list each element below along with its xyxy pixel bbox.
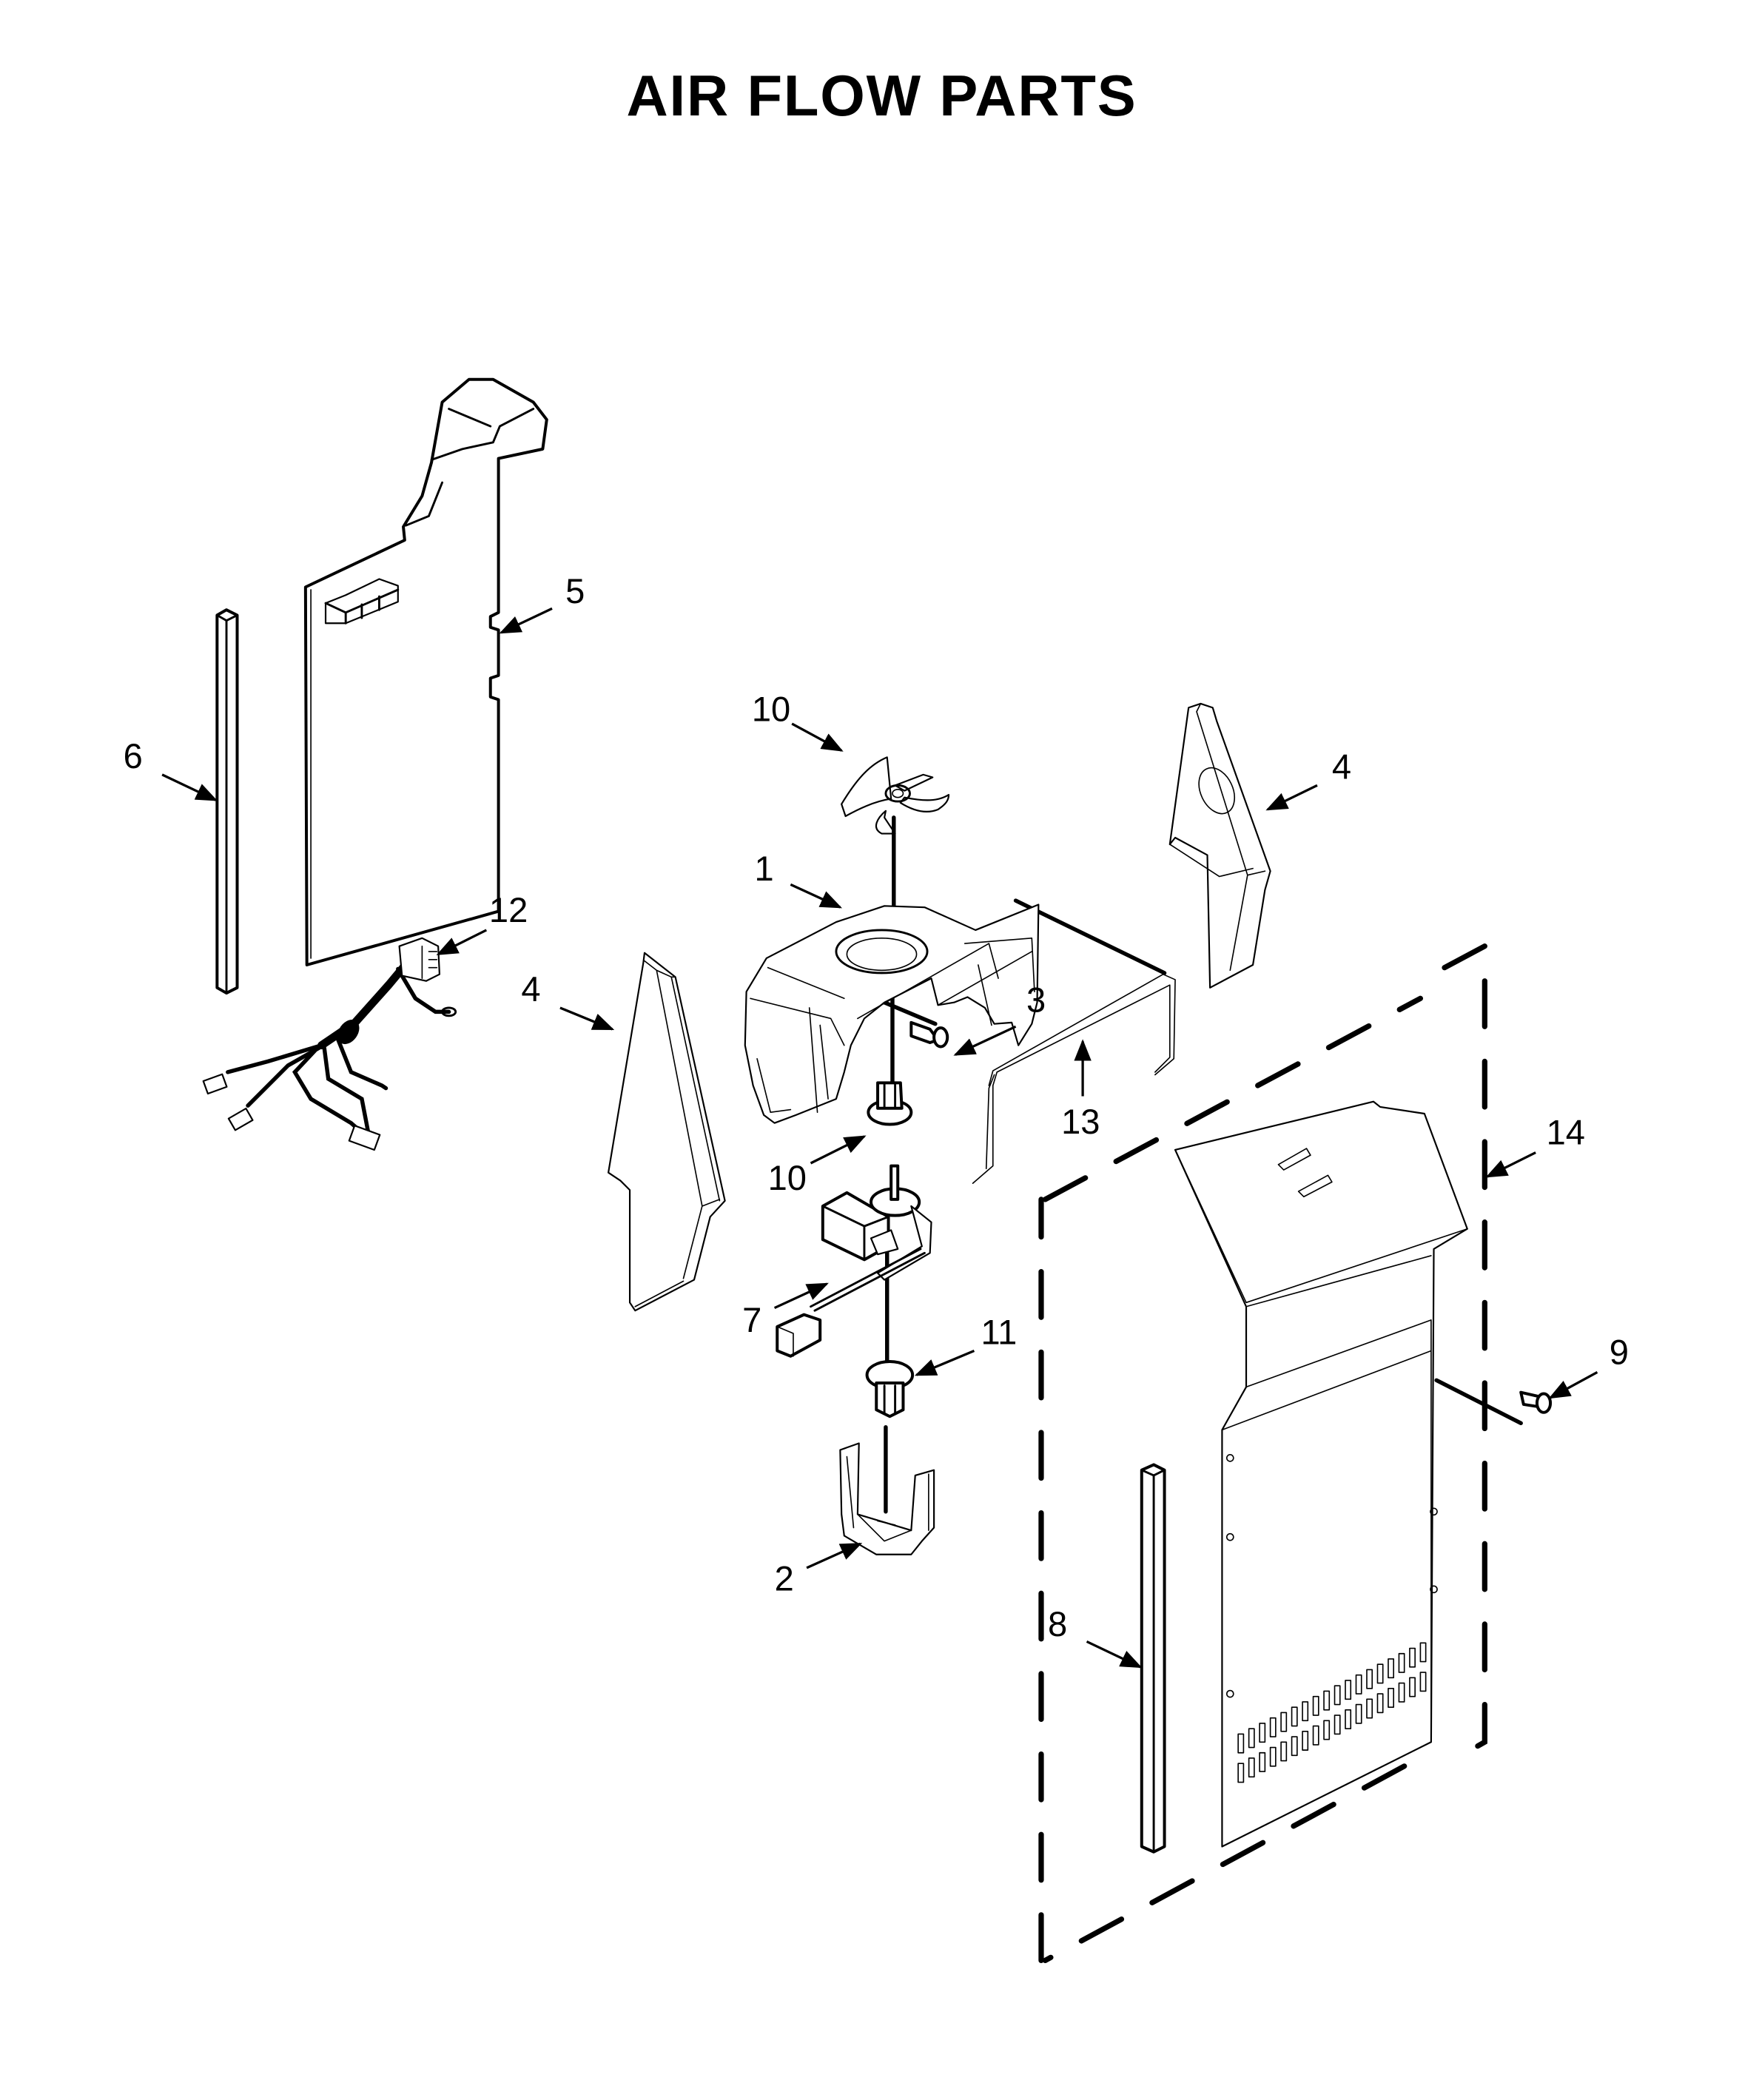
vent-slots [1237, 1642, 1427, 1783]
diagram-title: AIR FLOW PARTS [627, 64, 1137, 128]
part-13-wire-bracket [972, 973, 1176, 1184]
callout-label-5: 5 [565, 571, 585, 610]
part-11-screw [1519, 1390, 1553, 1414]
callout-6: 6 [124, 736, 218, 801]
callout-label-3: 3 [1026, 980, 1046, 1019]
part-4-insulation-right [1168, 702, 1271, 989]
callout-1: 1 [754, 849, 843, 909]
part-2-motor-bracket [839, 1442, 935, 1555]
callout-5: 5 [499, 571, 585, 634]
part-8-fan-blade [841, 756, 950, 835]
part-10-grommet-lower [865, 1360, 915, 1418]
part-14-evaporator-cover-assembly [1038, 941, 1487, 1964]
callout-label-4-right: 4 [1332, 747, 1351, 786]
callout-label-4-left: 4 [521, 969, 540, 1009]
part-1-fan-shroud [744, 903, 1040, 1124]
callout-10-lower: 11 [914, 1312, 1017, 1376]
part-6-foam-strip [215, 608, 239, 995]
callout-label-10-lower: 11 [981, 1312, 1017, 1351]
callout-label-12: 12 [489, 890, 528, 929]
callout-10-upper: 10 [768, 1135, 867, 1197]
callout-label-7: 7 [742, 1300, 761, 1339]
callout-label-14: 14 [1547, 1113, 1585, 1152]
part-12-wire-harness [202, 937, 457, 1151]
callout-4-right: 4 [1265, 747, 1351, 811]
callout-label-2: 2 [775, 1559, 794, 1598]
callout-4-left: 4 [521, 969, 615, 1031]
callout-label-11: 9 [1610, 1333, 1629, 1372]
callout-2: 2 [775, 1542, 863, 1598]
callout-9: 8 [1048, 1604, 1143, 1669]
callout-label-10-upper: 10 [768, 1158, 807, 1197]
part-3-screw [909, 1020, 949, 1049]
callout-14: 14 [1485, 1113, 1585, 1178]
callout-label-6: 6 [124, 736, 143, 775]
callout-11: 9 [1548, 1333, 1629, 1399]
callout-label-1: 1 [754, 849, 773, 888]
part-7-fan-motor [776, 1164, 932, 1358]
part-4-insulation-left [608, 952, 726, 1312]
part-5-air-duct-panel [303, 377, 548, 967]
part-10-grommet-upper [867, 1081, 913, 1126]
callout-13: 13 [1061, 1039, 1100, 1141]
callout-label-8: 10 [752, 689, 790, 728]
callout-7: 7 [742, 1282, 829, 1339]
callout-3: 3 [953, 980, 1046, 1056]
callout-12: 12 [436, 890, 528, 955]
part-9-foam-strip [1140, 1463, 1166, 1854]
callout-8: 10 [752, 689, 844, 752]
callout-label-13: 13 [1061, 1102, 1100, 1141]
callout-label-9: 8 [1048, 1604, 1067, 1643]
